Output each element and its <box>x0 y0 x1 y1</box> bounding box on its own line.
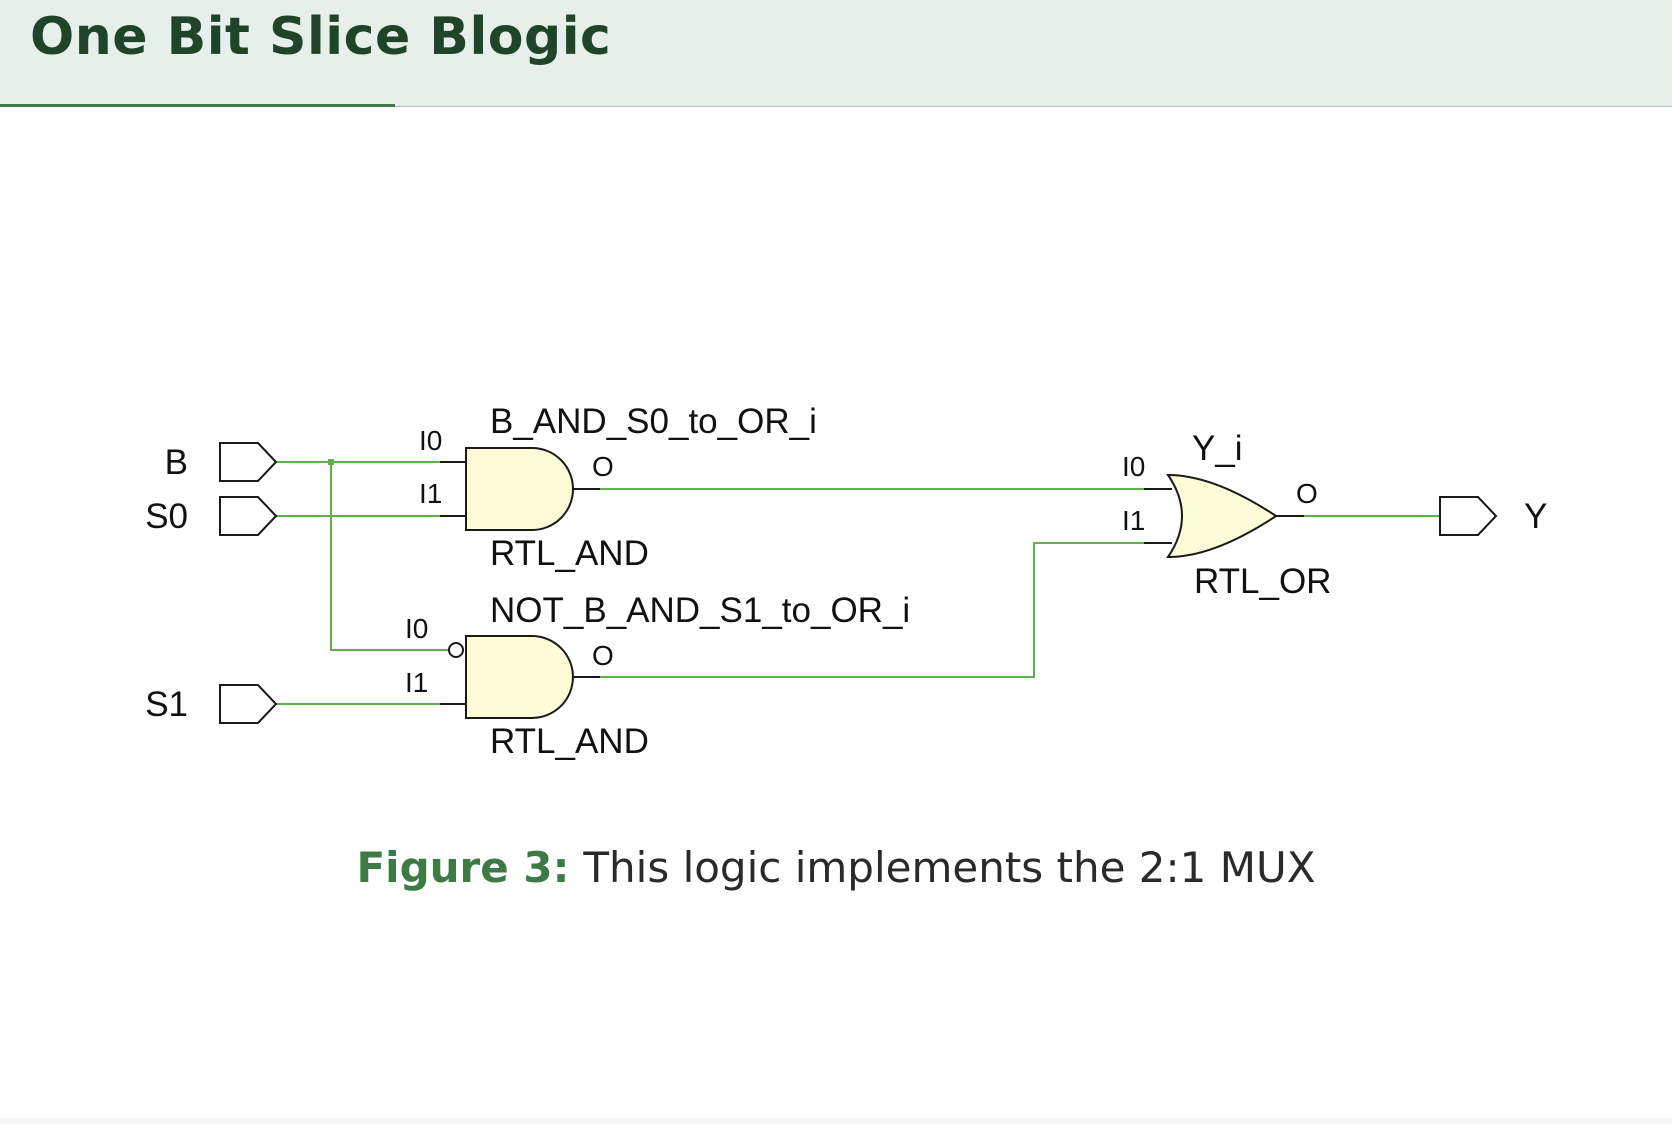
port-y-symbol <box>1439 496 1498 536</box>
port-label-s0: S0 <box>145 497 188 536</box>
and-bottom-type: RTL_AND <box>490 722 649 761</box>
caption-label: Figure 3: <box>356 843 570 892</box>
slide-header: One Bit Slice Blogic <box>0 0 1672 107</box>
and-top-type: RTL_AND <box>490 534 649 573</box>
or-pin-o: O <box>1296 478 1318 509</box>
page-bottom-edge <box>0 1118 1672 1124</box>
or-pin-i1: I1 <box>1122 505 1145 536</box>
caption-text: This logic implements the 2:1 MUX <box>583 843 1316 892</box>
header-accent-bar <box>0 104 395 107</box>
port-s1-symbol <box>219 684 278 724</box>
and-gate-top <box>465 447 574 531</box>
and-top-pin-i0: I0 <box>419 425 442 456</box>
and-gate-bottom <box>465 635 574 719</box>
port-label-y: Y <box>1524 497 1547 536</box>
and-top-instance-name: B_AND_S0_to_OR_i <box>490 402 817 441</box>
or-pin-i0: I0 <box>1122 451 1145 482</box>
or-instance-name: Y_i <box>1192 429 1243 468</box>
port-label-s1: S1 <box>145 685 188 724</box>
wire-b-branch-to-and-bottom-i0 <box>330 462 448 651</box>
pin-stubs <box>440 461 1304 705</box>
and-bottom-pin-i0: I0 <box>405 613 428 644</box>
figure-caption: Figure 3: This logic implements the 2:1 M… <box>0 840 1672 896</box>
port-b-symbol <box>219 442 278 482</box>
wire-junction-dot <box>328 459 334 465</box>
and-bottom-instance-name: NOT_B_AND_S1_to_OR_i <box>490 591 910 630</box>
port-symbols <box>219 442 1498 724</box>
or-type: RTL_OR <box>1194 562 1331 601</box>
wires <box>276 461 1440 705</box>
inverter-bubble <box>448 642 464 658</box>
and-top-pin-i1: I1 <box>419 478 442 509</box>
port-s0-symbol <box>219 496 278 536</box>
and-bottom-pin-o: O <box>592 640 614 671</box>
and-bottom-pin-i1: I1 <box>405 667 428 698</box>
wire-and-bottom-o-to-or-i1 <box>600 542 1144 678</box>
or-gate <box>1166 473 1278 559</box>
port-label-b: B <box>165 443 188 482</box>
and-top-pin-o: O <box>592 451 614 482</box>
slide-title: One Bit Slice Blogic <box>30 7 612 67</box>
